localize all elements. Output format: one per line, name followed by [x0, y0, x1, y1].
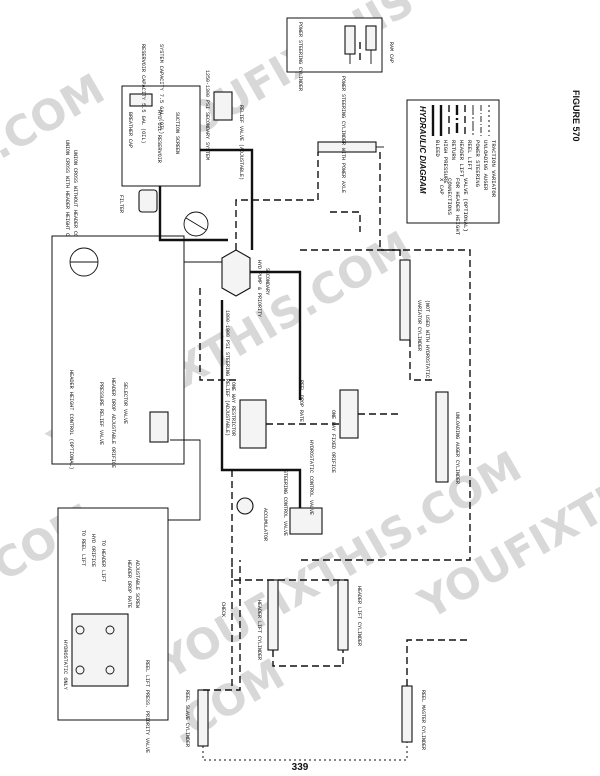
- legend-item-1: HIGH PRESSURE: [442, 140, 449, 184]
- power-steering-cylinder: POWER STEERING CYLINDER WITH POWER AXLE: [317, 76, 384, 193]
- pump-secondary-label: SECONDARY: [264, 268, 270, 295]
- filter-label: FILTER: [118, 195, 124, 213]
- reel-master-label: REEL MASTER CYLINDER: [420, 690, 426, 750]
- check-label: CHECK: [220, 602, 226, 617]
- power-steering-ram-box: POWER STEERING CYLINDER RAM CAP: [286, 17, 394, 91]
- variator-label: VARIATOR CYLINDER: [416, 300, 422, 351]
- reel-slave-label: REEL SLAVE CYLINDER: [184, 690, 190, 747]
- steering-relief-label: 1800-1900 PSI STEERING RELIEF (ADJUSTABL…: [224, 310, 230, 436]
- hydraulic-lines: [158, 42, 471, 761]
- relief-valve-label: RELIEF VALVE (ADJUSTABLE): [238, 105, 244, 180]
- one-way-fixed-label: ONE WAY FIXED ORIFICE: [330, 410, 336, 473]
- hydrostatic-only-box: HYDROSTATIC ONLY TO REEL LIFT HYD ORIFIC…: [57, 507, 169, 753]
- reel-lift-pressure-label: REEL LIFT PRESS. PRIORITY VALVE: [144, 660, 150, 753]
- unloading-auger-cylinder: UNLOADING AUGER CYLINDER: [435, 391, 460, 484]
- unloading-auger-label: UNLOADING AUGER CYLINDER: [454, 412, 460, 484]
- header-lift-2-label: HEADER LIFT CYLINDER: [356, 586, 362, 646]
- breather-cap-label: BREATHER CAP: [127, 112, 133, 148]
- to-header-lift-label: TO HEADER LIFT: [100, 540, 106, 582]
- legend-item-10: FOR HEADER HEIGHT: [454, 178, 461, 236]
- secondary-relief-valve: 1250-1300 PSI SECONDARY SYSTEM RELIEF VA…: [204, 70, 244, 180]
- legend-title: HYDRAULIC DIAGRAM: [418, 106, 427, 194]
- header-drop-rate-label: HEADER DROP RATE: [126, 560, 132, 608]
- secondary-relief-label: 1250-1300 PSI SECONDARY SYSTEM: [204, 70, 210, 160]
- header-drop-orifice-label: HEADER DROP ADJUSTABLE ORIFICE: [110, 378, 116, 468]
- ram-cap-label: RAM CAP: [388, 42, 394, 63]
- header-lift-cylinder-2: HEADER LIFT CYLINDER: [337, 579, 362, 651]
- legend-item-11: VALVE (OPTIONAL): [462, 178, 469, 232]
- power-steering-top-label: POWER STEERING CYLINDER: [297, 22, 303, 91]
- legend-item-3: HEADER LIFT: [458, 140, 465, 178]
- header-height-control-label: HEADER HEIGHT CONTROL (OPTIONAL): [68, 370, 74, 470]
- union-tee-label: UNION CROSS WITHOUT HEADER CONTROL: [72, 150, 78, 252]
- reel-master-cylinder: REEL MASTER CYLINDER: [401, 685, 426, 750]
- legend-item-5: POWER STEERING: [474, 140, 481, 188]
- legend-item-8: X CAP: [438, 178, 445, 195]
- reel-drop-rate-label: REEL DROP RATE: [298, 380, 304, 422]
- figure-label: FIGURE 570: [571, 90, 581, 142]
- control-valve-group: ONE WAY RESTRICTOR REEL DROP RATE ONE WA…: [220, 380, 359, 617]
- variator-cylinder: VARIATOR CYLINDER (NOT USED WITH HYDROST…: [399, 259, 430, 381]
- steering-control-label: STEERING CONTROL VALVE: [282, 470, 288, 536]
- legend-item-9: CONNECTIONS: [446, 178, 453, 216]
- legend-item-6: UNLOADING AUGER: [482, 140, 489, 191]
- header-height-control-box: HEADER HEIGHT CONTROL (OPTIONAL) PRESSUR…: [51, 235, 185, 470]
- page-number: 339: [292, 762, 309, 773]
- filter: FILTER UNION CROSS WITH HEADER HEIGHT CO…: [64, 140, 158, 254]
- steering-assy-label: POWER STEERING CYLINDER WITH POWER AXLE: [340, 76, 346, 193]
- legend-item-2: RETURN: [450, 140, 457, 160]
- hydraulic-pump: HYD PUMP & PRIORITY SECONDARY 1800-1900 …: [183, 211, 270, 436]
- watermark-1: .COM: [0, 64, 113, 169]
- selector-valve-label: SELECTOR VALVE: [122, 382, 128, 424]
- control-valve-label: HYDROSTATIC CONTROL VALVE: [308, 440, 314, 515]
- pump-label: HYD PUMP & PRIORITY: [256, 260, 262, 317]
- legend-item-7: TRACTION VARIATOR: [490, 140, 497, 198]
- one-way-restrictor-label: ONE WAY RESTRICTOR: [230, 382, 236, 436]
- reservoir-label: HYD OIL RESERVOIR: [156, 110, 162, 163]
- legend-item-4: REEL LIFT: [466, 140, 473, 171]
- reservoir-capacity-label: RESERVOIR CAPACITY 5.5 GAL (OIL): [140, 44, 146, 144]
- hydraulic-reservoir: BREATHER CAP HYD OIL RESERVOIR SUCTION S…: [121, 44, 201, 187]
- legend: HYDRAULIC DIAGRAM BLEED HIGH PRESSURE RE…: [406, 99, 500, 236]
- union-cross-label: UNION CROSS WITH HEADER HEIGHT CONTROL: [64, 140, 70, 254]
- hydrostatic-only-label: HYDROSTATIC ONLY: [62, 640, 68, 691]
- suction-screen-label: SUCTION SCREEN: [174, 112, 180, 154]
- header-drop-screw-label: ADJUSTABLE SCREW: [134, 560, 140, 608]
- hyd-orifice-label: HYD ORIFICE: [90, 534, 96, 567]
- legend-item-0: BLEED: [434, 140, 441, 157]
- to-reel-lift-label: TO REEL LIFT: [80, 530, 86, 566]
- system-capacity-label: SYSTEM CAPACITY 7.5 GAL (OIL): [158, 44, 164, 134]
- variator-note-label: (NOT USED WITH HYDROSTATIC): [424, 300, 430, 381]
- header-lift-1-label: HEADER LIFT CYLINDER: [256, 600, 262, 660]
- pressure-relief-label: PRESSURE RELIEF VALVE: [98, 382, 104, 445]
- accumulator-label: ACCUMULATOR: [262, 508, 268, 541]
